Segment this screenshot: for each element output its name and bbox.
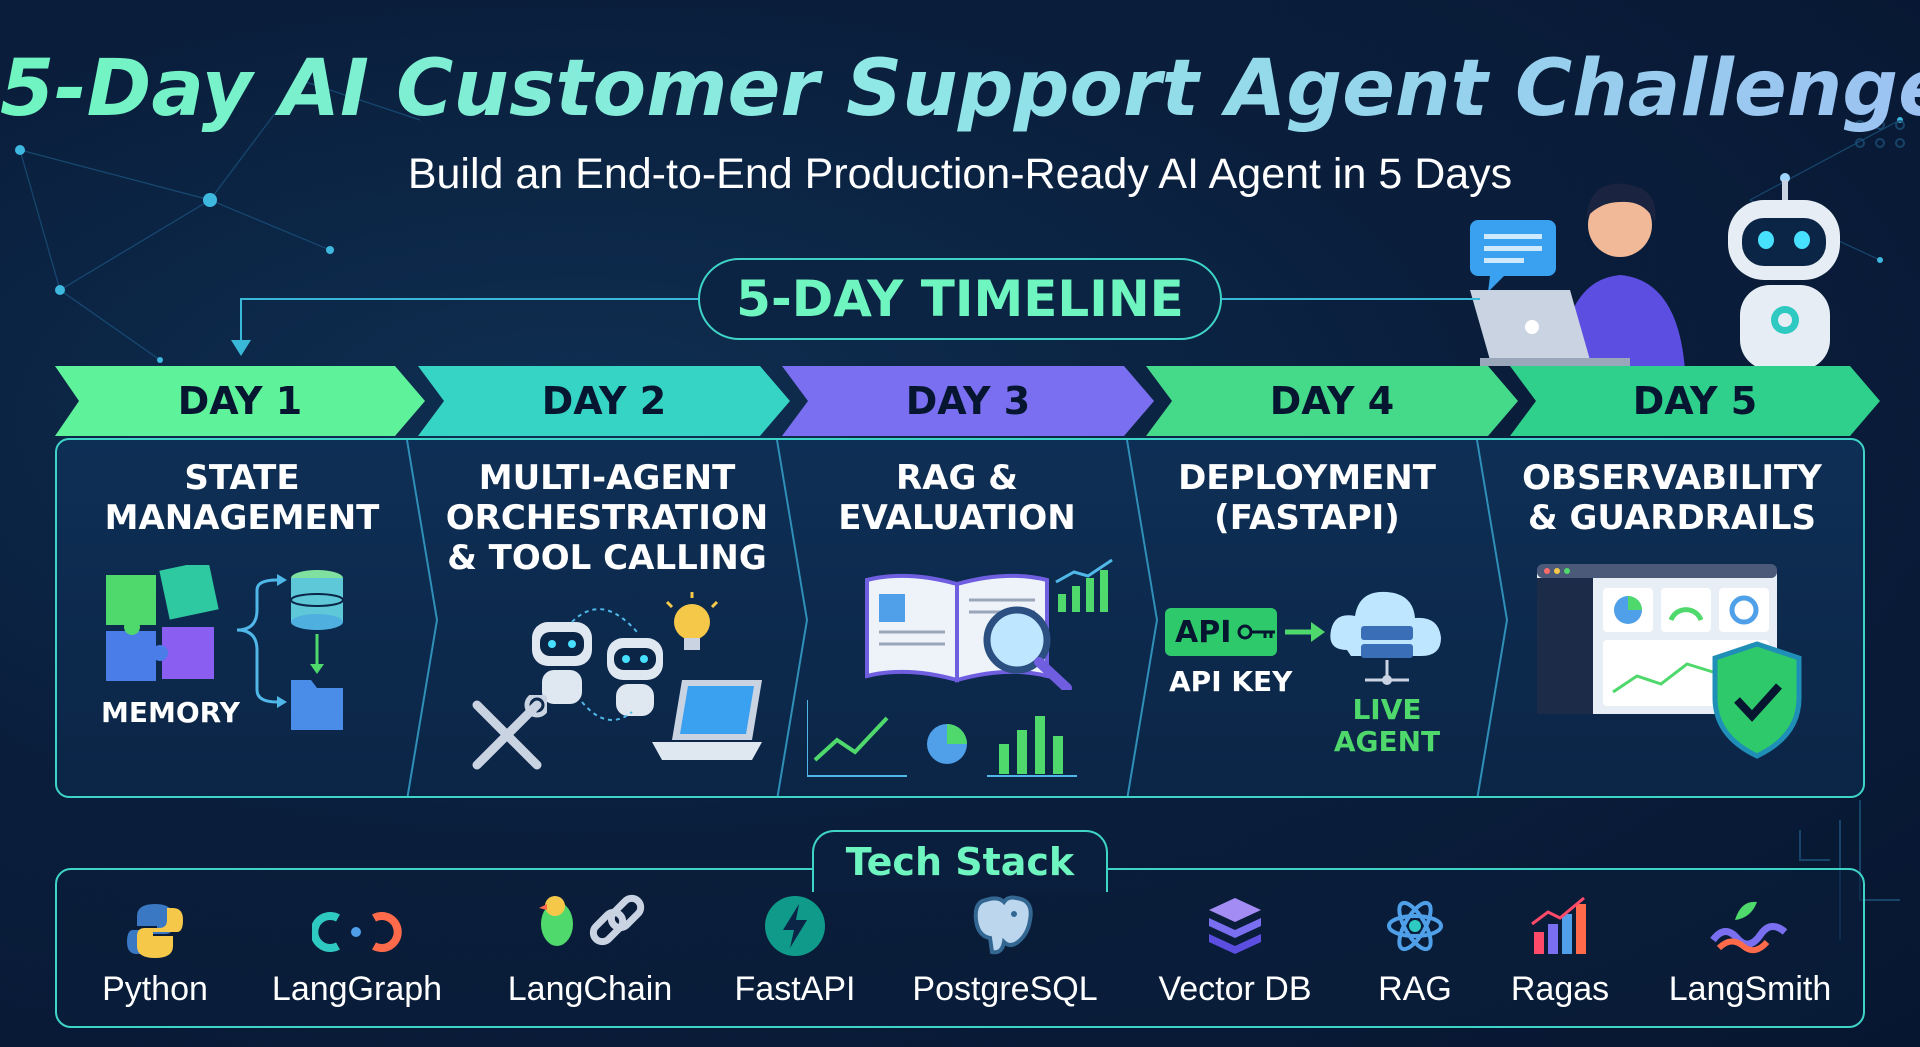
days-content-panel: STATE MANAGEMENT MEMORY	[55, 438, 1865, 798]
puzzle-icon	[106, 565, 219, 681]
day-1-arrow: DAY 1	[55, 366, 425, 436]
day-5-label: DAY 5	[1632, 379, 1758, 423]
day-5-arrow: DAY 5	[1510, 366, 1880, 436]
day-1-title-line: STATE	[184, 458, 300, 498]
laptop-icon	[652, 680, 762, 760]
day-3-title-line: EVALUATION	[838, 498, 1076, 538]
postgresql-icon	[973, 895, 1033, 955]
day-2-title: MULTI-AGENT ORCHESTRATION & TOOL CALLING	[427, 458, 787, 578]
tech-item-rag: RAG	[1370, 900, 1460, 1020]
langchain-icon	[539, 894, 645, 946]
day-2-title-line: MULTI-AGENT	[478, 458, 736, 498]
tech-item-langsmith: LangSmith	[1650, 900, 1850, 1020]
ragas-icon	[1531, 896, 1586, 954]
page-subtitle: Build an End-to-End Production-Ready AI …	[407, 150, 1513, 198]
day-2-title-line: ORCHESTRATION	[445, 498, 769, 538]
arrow-right-icon	[1285, 622, 1325, 642]
day-3-label: DAY 3	[905, 379, 1031, 423]
multi-agent-robots-icon	[532, 592, 719, 721]
page-title: 5-Day AI Customer Support Agent Challeng…	[0, 44, 1920, 134]
cloud-server-icon	[1330, 591, 1441, 685]
tech-item-langgraph: LangGraph	[262, 900, 452, 1020]
memory-caption: MEMORY	[101, 696, 240, 729]
day-4-arrow: DAY 4	[1146, 366, 1518, 436]
tech-item-label: PostgreSQL	[912, 970, 1098, 1008]
book-magnifier-icon	[865, 573, 1072, 690]
tech-item-label: Vector DB	[1158, 970, 1312, 1008]
day-2-title-line: & TOOL CALLING	[447, 538, 767, 578]
timeline-connector-hook	[240, 298, 242, 348]
column-separator	[406, 440, 439, 796]
day-3-column: RAG & EVALUATION	[777, 440, 1137, 796]
tech-item-vector-db: Vector DB	[1140, 898, 1330, 1020]
person-icon	[1560, 183, 1685, 370]
tech-stack-label: Tech Stack	[812, 830, 1108, 892]
day-1-title-line: MANAGEMENT	[104, 498, 380, 538]
laptop-icon	[1470, 290, 1630, 366]
day-2-arrow: DAY 2	[418, 366, 790, 436]
day-3-title: RAG & EVALUATION	[777, 458, 1137, 538]
day-5-title-line: & GUARDRAILS	[1528, 498, 1816, 538]
magnifier-icon	[983, 606, 1072, 690]
tech-item-langchain: LangChain	[495, 894, 685, 1020]
column-separator	[1476, 440, 1509, 796]
timeline-arrowhead-icon	[231, 340, 251, 356]
day-5-column: OBSERVABILITY & GUARDRAILS	[1477, 440, 1863, 796]
tools-icon	[472, 695, 547, 770]
robot-icon	[607, 638, 663, 716]
chat-bubble-icon	[1470, 220, 1556, 292]
day-3-arrow: DAY 3	[782, 366, 1154, 436]
key-icon	[1237, 624, 1276, 640]
robot-icon	[1728, 173, 1840, 370]
tech-item-label: RAG	[1378, 970, 1452, 1008]
day-1-column: STATE MANAGEMENT MEMORY	[57, 440, 427, 796]
day-1-label: DAY 1	[177, 379, 303, 423]
tech-item-label: LangSmith	[1668, 970, 1832, 1008]
day-4-label: DAY 4	[1269, 379, 1395, 423]
langsmith-icon	[1710, 901, 1788, 954]
vector-db-icon	[1209, 898, 1261, 954]
tech-item-label: LangGraph	[271, 970, 443, 1008]
api-key-badge: API	[1165, 608, 1277, 656]
api-badge-text: API	[1175, 614, 1232, 650]
memory-flow-diagram	[237, 570, 344, 730]
column-separator	[1126, 440, 1159, 796]
timeline-label: 5-DAY TIMELINE	[698, 258, 1222, 340]
folder-icon	[291, 680, 343, 730]
robot-icon	[532, 622, 592, 704]
tech-item-label: Python	[102, 970, 208, 1008]
day-5-title-line: OBSERVABILITY	[1522, 458, 1822, 498]
fastapi-icon	[765, 896, 825, 956]
column-separator	[776, 440, 809, 796]
tech-item-postgresql: PostgreSQL	[900, 895, 1110, 1020]
day-2-column: MULTI-AGENT ORCHESTRATION & TOOL CALLING	[427, 440, 787, 796]
live-agent-caption-line: AGENT	[1333, 725, 1441, 758]
shield-check-icon	[1712, 641, 1802, 759]
day-3-title-line: RAG &	[896, 458, 1018, 498]
person-and-robot-illustration	[1470, 173, 1840, 370]
tech-item-label: LangChain	[507, 970, 673, 1008]
database-icon	[290, 570, 344, 630]
growth-chart-icon	[1055, 558, 1113, 612]
day-4-title-line: (FASTAPI)	[1214, 498, 1400, 538]
tech-item-fastapi: FastAPI	[720, 896, 870, 1020]
tech-item-python: Python	[90, 900, 220, 1020]
rag-icon	[1387, 900, 1443, 952]
evaluation-charts-icon	[807, 700, 1077, 777]
tech-item-label: FastAPI	[734, 970, 856, 1008]
lightbulb-icon	[665, 592, 719, 650]
tech-item-ragas: Ragas	[1500, 896, 1620, 1020]
tech-item-label: Ragas	[1510, 970, 1610, 1008]
live-agent-caption-line: LIVE	[1352, 693, 1422, 726]
python-icon	[127, 904, 183, 958]
day-1-title: STATE MANAGEMENT	[57, 458, 427, 538]
langgraph-icon	[312, 912, 402, 952]
day-4-title: DEPLOYMENT (FASTAPI)	[1127, 458, 1487, 538]
day-2-label: DAY 2	[541, 379, 667, 423]
day-5-title: OBSERVABILITY & GUARDRAILS	[1477, 458, 1863, 538]
day-4-title-line: DEPLOYMENT	[1178, 458, 1436, 498]
api-key-caption: API KEY	[1169, 665, 1293, 698]
live-agent-caption: LIVE AGENT	[1327, 694, 1447, 758]
day-4-column: DEPLOYMENT (FASTAPI) API API KEY	[1127, 440, 1487, 796]
